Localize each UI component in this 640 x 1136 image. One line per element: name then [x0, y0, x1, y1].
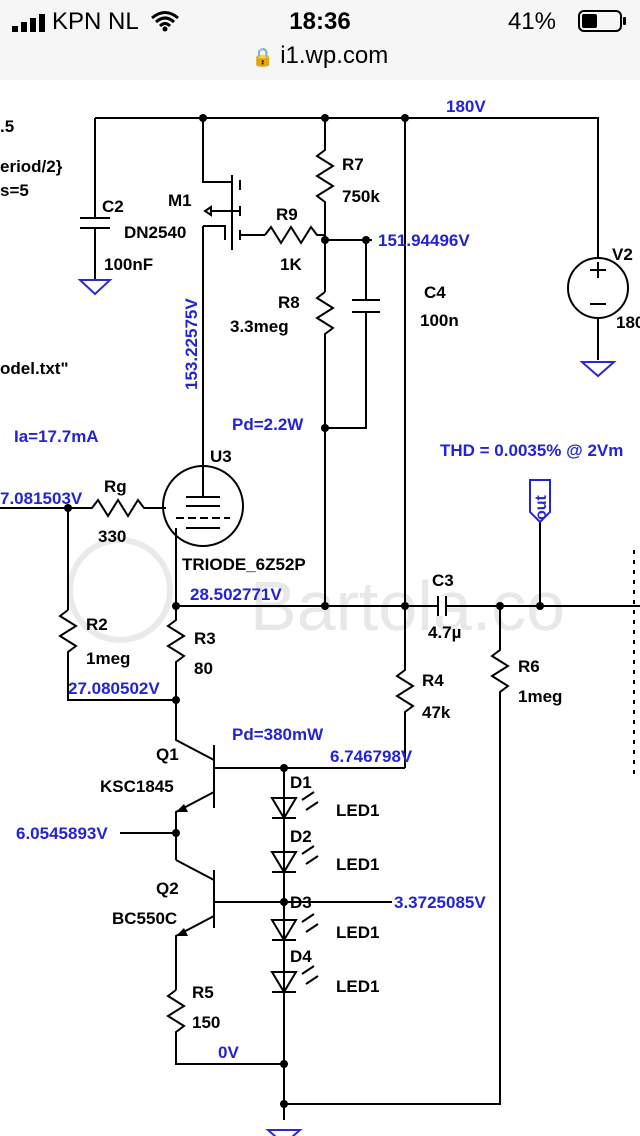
d4-value: LED1: [336, 977, 379, 996]
led-d3: [270, 913, 319, 942]
r4-value: 47k: [422, 703, 451, 722]
c2-value: 100nF: [104, 255, 153, 274]
r8-value: 3.3meg: [230, 317, 289, 336]
lock-icon: 🔒: [251, 47, 275, 67]
r3-name: R3: [194, 629, 216, 648]
node-voltage-6054: 6.0545893V: [16, 824, 108, 843]
q2-value: BC550C: [112, 909, 177, 928]
watermark-logo: [67, 537, 173, 643]
address-bar[interactable]: 🔒i1.wp.com: [0, 42, 640, 70]
node-voltage-151: 151.94496V: [378, 231, 470, 250]
r4-name: R4: [422, 671, 444, 690]
node-voltage-153: 153.22575V: [182, 298, 201, 390]
r6-value: 1meg: [518, 687, 562, 706]
r9-name: R9: [276, 205, 298, 224]
node-voltage-3372: 3.3725085V: [394, 893, 486, 912]
schematic-image: Bartola.co: [0, 97, 640, 1136]
q2-name: Q2: [156, 879, 179, 898]
r7-value: 750k: [342, 187, 380, 206]
r2-name: R2: [86, 615, 108, 634]
wifi-icon: [151, 11, 179, 32]
out-port-label: out: [533, 494, 550, 520]
c3-value: 4.7µ: [428, 623, 461, 642]
d2-name: D2: [290, 827, 312, 846]
led-d1: [270, 791, 319, 820]
r6-name: R6: [518, 657, 540, 676]
partial-text-4: odel.txt": [0, 359, 69, 378]
mosfet-power-label: Pd=2.2W: [232, 415, 304, 434]
c4-value: 100n: [420, 311, 459, 330]
d4-name: D4: [290, 947, 312, 966]
v2-name: V2: [612, 245, 633, 264]
browser-status-bar: KPN NL 18:36 41% 🔒i1.wp.com: [0, 0, 640, 81]
led-d4: [270, 965, 319, 994]
r7-name: R7: [342, 155, 364, 174]
r3-value: 80: [194, 659, 213, 678]
supply-voltage-label: 180V: [446, 97, 486, 116]
ground-voltage-label: 0V: [218, 1043, 239, 1062]
r5-name: R5: [192, 983, 214, 1002]
url-text: i1.wp.com: [280, 42, 389, 69]
r2-value: 1meg: [86, 649, 130, 668]
battery-percent: 41%: [507, 8, 556, 35]
c2-name: C2: [102, 197, 124, 216]
u3-name: U3: [210, 447, 232, 466]
r8-name: R8: [278, 293, 300, 312]
grid-node-voltage: 7.081503V: [0, 489, 83, 508]
c3-name: C3: [432, 571, 454, 590]
schematic-viewport[interactable]: Bartola.co: [0, 80, 640, 1136]
u3-value: TRIODE_6Z52P: [182, 555, 306, 574]
m1-value: DN2540: [124, 223, 186, 242]
d1-value: LED1: [336, 801, 379, 820]
cathode-node-voltage: 28.502771V: [190, 585, 282, 604]
v2-value: 180: [616, 313, 640, 332]
clock: 18:36: [289, 8, 351, 35]
d2-value: LED1: [336, 855, 379, 874]
rg-value: 330: [98, 527, 126, 546]
signal-icon: [12, 14, 45, 32]
r5-value: 150: [192, 1013, 220, 1032]
led-d2: [270, 845, 319, 874]
q1-name: Q1: [156, 745, 179, 764]
anode-current-label: Ia=17.7mA: [14, 427, 99, 446]
d1-name: D1: [290, 773, 312, 792]
d3-value: LED1: [336, 923, 379, 942]
partial-text-1: .5: [0, 117, 14, 136]
node-voltage-27: 27.080502V: [68, 679, 160, 698]
carrier-name: KPN NL: [52, 8, 139, 35]
partial-text-3: s=5: [0, 181, 29, 200]
thd-label: THD = 0.0035% @ 2Vm: [440, 441, 623, 460]
q1-value: KSC1845: [100, 777, 174, 796]
rg-name: Rg: [104, 477, 127, 496]
battery-icon: [578, 10, 626, 32]
partial-text-2: eriod/2}: [0, 157, 63, 176]
d3-name: D3: [290, 893, 312, 912]
c4-name: C4: [424, 283, 446, 302]
node-voltage-6746: 6.746798V: [330, 747, 413, 766]
q1-power-label: Pd=380mW: [232, 725, 324, 744]
r9-value: 1K: [280, 255, 302, 274]
m1-name: M1: [168, 191, 192, 210]
